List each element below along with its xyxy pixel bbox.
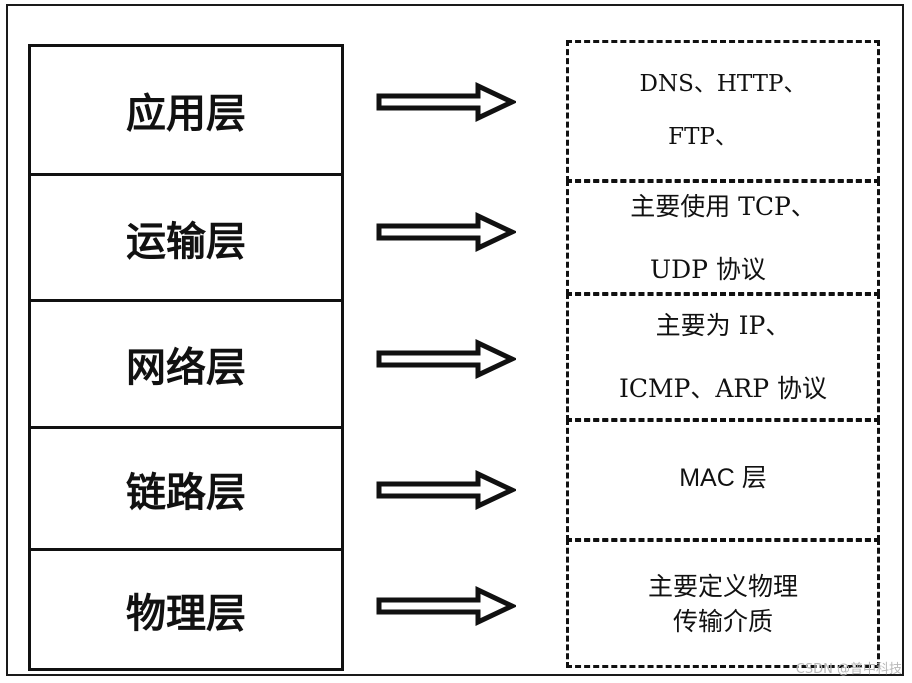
layer-label: 网络层 xyxy=(126,344,246,391)
protocol-text: DNS、HTTP、 xyxy=(639,71,807,97)
protocol-text: 主要使用 TCP、 xyxy=(630,191,816,221)
protocol-text: FTP、 xyxy=(668,124,738,150)
layer-link: 链路层 xyxy=(31,426,341,548)
layer-stack: 应用层 运输层 网络层 链路层 物理层 xyxy=(28,44,344,671)
layer-application: 应用层 xyxy=(31,47,341,173)
layer-label: 运输层 xyxy=(126,217,246,265)
protocol-box-transport: 主要使用 TCP、 UDP 协议 xyxy=(566,180,880,295)
layer-label: 物理层 xyxy=(126,589,246,637)
protocol-box-physical: 主要定义物理 传输介质 xyxy=(566,539,880,668)
protocol-text: ICMP、ARP 协议 xyxy=(618,374,828,403)
protocol-box-application: DNS、HTTP、 FTP、 xyxy=(566,40,880,182)
layer-label: 链路层 xyxy=(126,468,246,516)
protocol-text: 主要定义物理 xyxy=(647,571,798,601)
diagram-frame xyxy=(6,4,904,676)
layer-transport: 运输层 xyxy=(31,173,341,299)
protocol-text: MAC 层 xyxy=(679,464,767,492)
protocol-box-network: 主要为 IP、 ICMP、ARP 协议 xyxy=(566,293,880,421)
right-arrow-icon xyxy=(376,339,516,379)
layer-physical: 物理层 xyxy=(31,548,341,668)
watermark: CSDN @普中科技 xyxy=(795,662,902,677)
right-arrow-icon xyxy=(376,82,516,122)
layer-label: 应用层 xyxy=(126,90,246,137)
protocol-text: 传输介质 xyxy=(672,606,773,636)
right-arrow-icon xyxy=(376,470,516,510)
protocol-text: UDP 协议 xyxy=(650,254,766,284)
layer-network: 网络层 xyxy=(31,299,341,426)
protocol-text: 主要为 IP、 xyxy=(655,311,791,340)
right-arrow-icon xyxy=(376,212,516,252)
right-arrow-icon xyxy=(376,586,516,626)
protocol-box-link: MAC 层 xyxy=(566,419,880,541)
